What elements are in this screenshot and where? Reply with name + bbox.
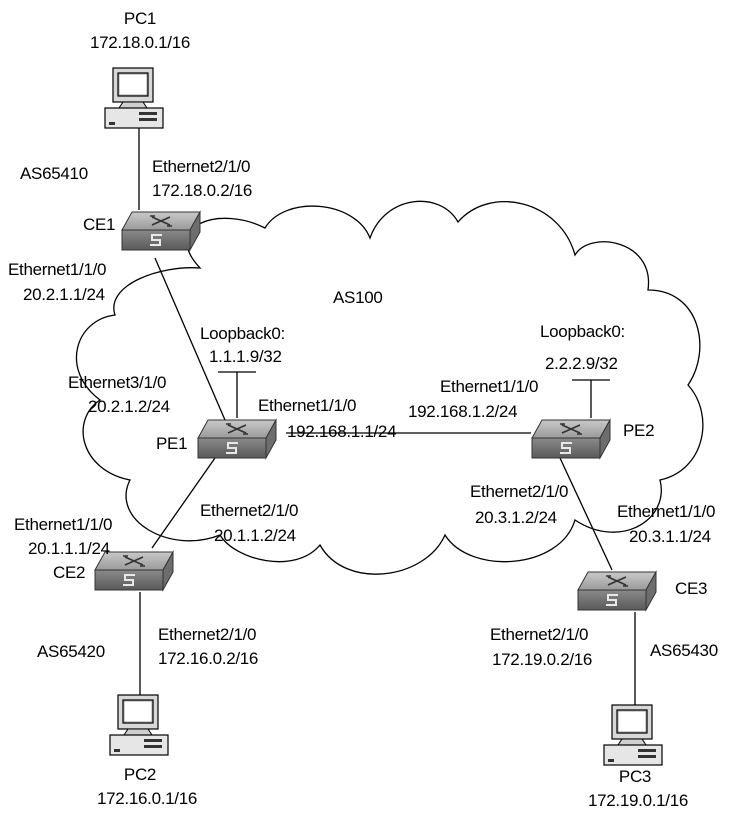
pc3-ip: 172.19.0.1/16 xyxy=(588,791,688,810)
pe1-e2-ip: 20.1.1.2/24 xyxy=(214,526,296,545)
ce1-e2-ip: 172.18.0.2/16 xyxy=(152,181,252,200)
ce1-router-icon[interactable] xyxy=(121,211,201,251)
ce3-e2-ip: 172.19.0.2/16 xyxy=(492,650,592,669)
ce1-e2-name: Ethernet2/1/0 xyxy=(152,157,250,176)
ce1-e1-name: Ethernet1/1/0 xyxy=(8,260,106,279)
pc1-icon[interactable] xyxy=(104,67,164,129)
ce2-name: CE2 xyxy=(53,563,85,582)
ce3-name: CE3 xyxy=(675,579,707,598)
link-pe1-ce2 xyxy=(151,457,216,549)
pe2-e1-name: Ethernet1/1/0 xyxy=(440,377,538,396)
link-pe2-ce3 xyxy=(559,457,613,571)
ce1-name: CE1 xyxy=(83,215,115,234)
as65430-label: AS65430 xyxy=(650,641,718,660)
as100-cloud xyxy=(75,200,704,575)
pc1-name: PC1 xyxy=(124,9,156,28)
ce3-e1-ip: 20.3.1.1/24 xyxy=(629,527,711,546)
as65420-label: AS65420 xyxy=(37,642,105,661)
as65410-label: AS65410 xyxy=(20,164,88,183)
pe1-router-icon[interactable] xyxy=(197,419,277,459)
pc2-name: PC2 xyxy=(124,765,156,784)
ce3-e1-name: Ethernet1/1/0 xyxy=(617,502,715,521)
pc1-ip: 172.18.0.1/16 xyxy=(90,33,190,52)
pe2-e2-name: Ethernet2/1/0 xyxy=(470,482,568,501)
link-ce1-pe1 xyxy=(154,257,226,421)
pe2-router-icon[interactable] xyxy=(531,419,611,459)
pe2-loopback-ip: 2.2.2.9/32 xyxy=(545,354,618,373)
pe1-e1-name: Ethernet1/1/0 xyxy=(258,396,356,415)
ce2-e2-name: Ethernet2/1/0 xyxy=(158,625,256,644)
as100-label: AS100 xyxy=(333,288,383,307)
pe1-loopback-name: Loopback0: xyxy=(200,324,285,343)
pe1-e3-name: Ethernet3/1/0 xyxy=(68,373,166,392)
ce2-e2-ip: 172.16.0.2/16 xyxy=(158,649,258,668)
pc2-icon[interactable] xyxy=(109,694,169,756)
ce3-e2-name: Ethernet2/1/0 xyxy=(490,625,588,644)
pc3-icon[interactable] xyxy=(603,704,663,766)
pe2-loopback-name: Loopback0: xyxy=(540,322,625,341)
links xyxy=(138,128,636,705)
pe1-e3-ip: 20.2.1.2/24 xyxy=(88,397,170,416)
ce1-e1-ip: 20.2.1.1/24 xyxy=(23,285,105,304)
ce2-e1-ip: 20.1.1.1/24 xyxy=(28,539,110,558)
pe2-name: PE2 xyxy=(623,421,654,440)
pe2-e2-ip: 20.3.1.2/24 xyxy=(475,508,557,527)
ce2-e1-name: Ethernet1/1/0 xyxy=(14,515,112,534)
pe1-e1-ip: 192.168.1.1/24 xyxy=(287,422,396,441)
pc3-name: PC3 xyxy=(619,767,651,786)
pc2-ip: 172.16.0.1/16 xyxy=(97,789,197,808)
pe1-name: PE1 xyxy=(156,434,187,453)
pe1-e2-name: Ethernet2/1/0 xyxy=(200,501,298,520)
pe2-e1-ip: 192.168.1.2/24 xyxy=(408,402,517,421)
pe1-loopback-ip: 1.1.1.9/32 xyxy=(209,347,282,366)
ce3-router-icon[interactable] xyxy=(577,571,657,611)
